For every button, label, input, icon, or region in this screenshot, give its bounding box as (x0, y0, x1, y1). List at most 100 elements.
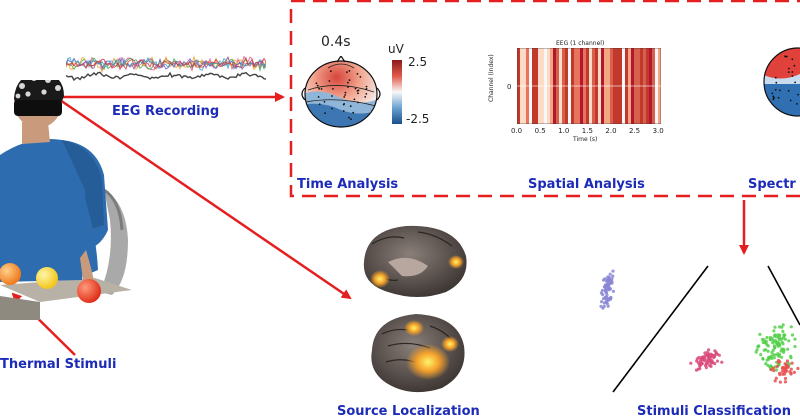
scatter-point (713, 354, 717, 359)
eeg-recording-label: EEG Recording (112, 104, 220, 119)
decision-boundary-left (612, 265, 709, 393)
spatial-chart-xtick: 3.0 (652, 127, 664, 135)
scatter-point (773, 333, 777, 337)
scatter-point (608, 272, 612, 276)
scatter-point (785, 369, 789, 373)
scatter-point (765, 358, 769, 362)
scatter-point (789, 354, 793, 358)
spatial-chart-xtick: 2.0 (605, 127, 617, 135)
scatter-point (776, 352, 780, 356)
stimulus-balls (0, 263, 101, 303)
topomap-head (301, 56, 381, 128)
scatter-point (602, 285, 606, 289)
scatter-point (603, 277, 607, 281)
spatial-chart-xtick: 2.5 (629, 127, 641, 135)
spatial-chart-xtick: 0.5 (534, 127, 546, 135)
scatter-point (606, 275, 610, 279)
scatter-point (606, 285, 610, 289)
scatter-point (599, 291, 603, 295)
scatter-point (780, 347, 784, 351)
scatter-point (769, 337, 773, 341)
scatter-point (775, 368, 779, 372)
scatter-point (761, 357, 765, 361)
scatter-point (790, 333, 795, 337)
scatter-point (786, 365, 790, 369)
scatter-point (758, 332, 762, 336)
scatter-point (789, 372, 793, 376)
scatter-point (793, 337, 797, 341)
scatter-point (781, 342, 785, 346)
stimulus-ball-orange (0, 263, 21, 285)
scatter-point (780, 369, 784, 374)
scatter-point (783, 337, 787, 341)
source-localization-label: Source Localization (337, 404, 480, 419)
scatter-point (785, 359, 789, 363)
spatial-chart-xtick: 0.0 (511, 127, 523, 135)
classification-scatter (599, 269, 800, 384)
scatter-point (774, 376, 778, 380)
scatter-point (611, 289, 615, 293)
arrow-head-to-source (59, 98, 352, 300)
scatter-point (775, 342, 779, 346)
analysis-dashed-box (289, 0, 800, 198)
scatter-point (715, 359, 720, 363)
scatter-point (766, 344, 770, 348)
scatter-point (600, 288, 604, 293)
scatter-point (773, 379, 777, 383)
stimuli-classification-label: Stimuli Classification (637, 404, 791, 419)
scatter-point (769, 368, 773, 372)
topomap-time-label: 0.4s (321, 34, 351, 50)
scatter-point (789, 325, 793, 329)
scatter-point (754, 350, 758, 354)
colorbar-min: -2.5 (406, 112, 430, 126)
scatter-point (772, 329, 776, 333)
scatter-point (778, 325, 782, 329)
scatter-point (771, 353, 775, 357)
stimulus-ball-red (77, 279, 101, 303)
scatter-point (792, 370, 796, 374)
scatter-point (786, 347, 790, 351)
eeg-waveform (66, 54, 266, 82)
scatter-point (777, 335, 781, 339)
scatter-point (783, 380, 787, 384)
scatter-point (778, 337, 782, 341)
scatter-point (783, 366, 787, 370)
spatial-chart-xlabel: Time (s) (573, 136, 598, 143)
scatter-point (772, 356, 776, 360)
scatter-point (781, 323, 785, 327)
scatter-point (695, 359, 699, 363)
scatter-point (780, 355, 784, 359)
spatial-chart (517, 48, 661, 124)
spatial-chart-ylabel: Channel (Index) (488, 54, 495, 102)
scatter-point (765, 335, 769, 340)
scatter-point (606, 304, 610, 308)
scatter-point (783, 362, 787, 366)
spatial-chart-title: EEG (1 channel) (556, 40, 605, 47)
scatter-point (777, 354, 781, 358)
spectral-topomap (763, 47, 800, 117)
scatter-point (604, 295, 608, 299)
scatter-point (707, 348, 711, 352)
scatter-point (796, 366, 800, 371)
scatter-point (787, 339, 791, 343)
scatter-point (764, 341, 768, 345)
scatter-point (778, 380, 782, 384)
scatter-point (720, 360, 724, 364)
scatter-point (599, 304, 603, 308)
scatter-point (699, 361, 703, 365)
scatter-point (776, 360, 780, 364)
scatter-point (704, 366, 708, 370)
scatter-point (604, 288, 608, 292)
scatter-point (774, 339, 778, 343)
scatter-point (768, 355, 772, 359)
scatter-point (605, 279, 609, 283)
scatter-point (714, 352, 718, 356)
scatter-point (611, 274, 615, 278)
scatter-point (762, 348, 766, 352)
scatter-point (773, 346, 777, 350)
decision-boundary-right (767, 265, 800, 326)
scatter-point (793, 344, 797, 349)
scatter-point (770, 350, 774, 355)
scatter-point (689, 361, 693, 365)
